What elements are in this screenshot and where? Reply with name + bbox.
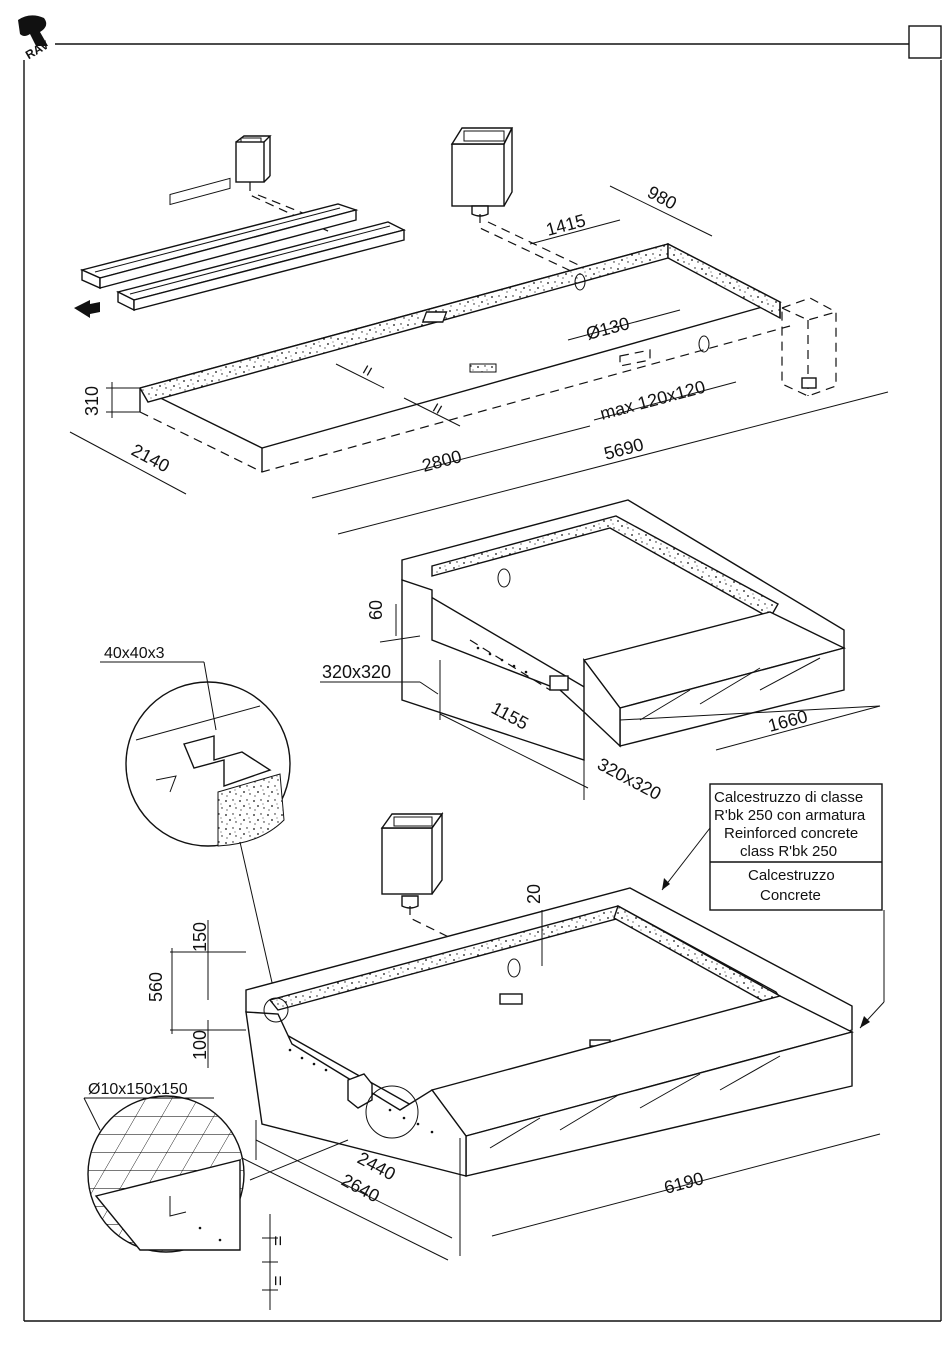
pit-box-icon bbox=[782, 298, 836, 396]
legend-plain-en: Concrete bbox=[760, 887, 821, 904]
dim-100: 100 bbox=[190, 1030, 210, 1060]
legend-reinforced-it-1: Calcestruzzo di classe bbox=[714, 789, 863, 806]
dim-1415: 1415 bbox=[544, 210, 588, 240]
dim-310: 310 bbox=[82, 386, 102, 416]
power-unit-icon bbox=[452, 128, 512, 216]
dim-2140: 2140 bbox=[128, 440, 173, 476]
mesh-equal-a: = bbox=[268, 1235, 288, 1246]
dim-320-right: 320x320 bbox=[594, 754, 664, 804]
legend-reinforced-en-1: Reinforced concrete bbox=[724, 825, 858, 842]
brand-logo: RAV bbox=[18, 15, 51, 62]
dim-2800: 2800 bbox=[420, 446, 464, 476]
control-box-icon bbox=[236, 136, 270, 182]
dim-20: 20 bbox=[524, 884, 544, 904]
sheet-number-box bbox=[909, 26, 941, 58]
dim-1660: 1660 bbox=[766, 706, 810, 736]
legend-reinforced-it-2: R'bk 250 con armatura bbox=[714, 807, 866, 824]
mesh-equal-b: = bbox=[268, 1275, 288, 1286]
dim-320-left: 320x320 bbox=[322, 662, 391, 682]
dim-5690: 5690 bbox=[602, 434, 646, 464]
dim-150: 150 bbox=[190, 922, 210, 952]
top-foundation-view: 310 2140 2800 5690 1415 980 Ø130 max 120… bbox=[70, 128, 888, 534]
middle-section-view: 60 320x320 1155 320x320 1660 bbox=[320, 500, 880, 804]
dim-6190: 6190 bbox=[662, 1168, 706, 1198]
power-unit-bottom-icon bbox=[382, 814, 442, 908]
dim-980: 980 bbox=[644, 182, 680, 214]
legend-plain-it: Calcestruzzo bbox=[748, 867, 835, 884]
legend-reinforced-en-2: class R'bk 250 bbox=[740, 843, 837, 860]
mesh-label: Ø10x150x150 bbox=[88, 1081, 188, 1098]
dim-60: 60 bbox=[366, 600, 386, 620]
dim-equal-b: = bbox=[426, 399, 449, 418]
dim-560: 560 bbox=[146, 972, 166, 1002]
logo-text: RAV bbox=[23, 38, 51, 62]
angle-label: 40x40x3 bbox=[104, 645, 165, 662]
dim-max-opening: max 120x120 bbox=[598, 377, 708, 424]
arrow-icon bbox=[74, 300, 100, 318]
